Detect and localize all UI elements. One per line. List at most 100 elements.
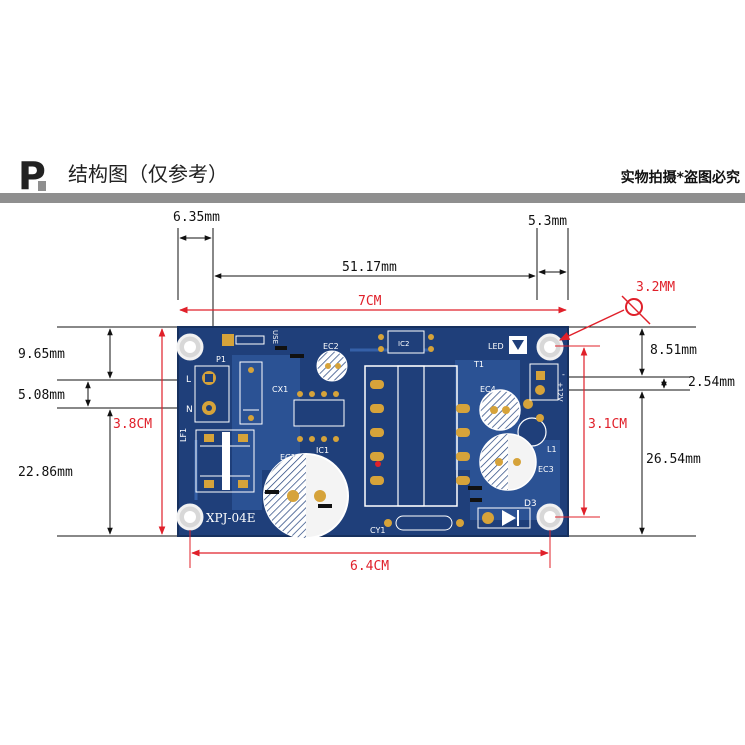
label-p1: P1 [216, 355, 226, 364]
label-output-pitch: 2.54mm [688, 375, 735, 390]
hole-callout-leader [559, 309, 625, 341]
label-top-left-offset: 6.35mm [173, 210, 220, 225]
transformer-secondary-pins [456, 404, 470, 485]
ec4-capacitor [479, 389, 521, 431]
d3-symbol [502, 510, 516, 526]
label-top-right-offset: 5.3mm [528, 214, 567, 229]
silk-marker [275, 346, 287, 350]
label-cx1: CX1 [272, 385, 288, 394]
ic2-pins [378, 334, 434, 352]
mount-hole-inner [184, 341, 196, 353]
mounting-holes [176, 333, 564, 531]
label-input-pitch: 5.08mm [18, 388, 65, 403]
l1-pad [536, 414, 544, 422]
label-left-bottom-span: 22.86mm [18, 465, 73, 480]
silk-marker [468, 486, 482, 490]
label-lf1: LF1 [179, 428, 188, 442]
header-title: 结构图（仅参考） [68, 162, 228, 186]
ec4-pad [490, 406, 498, 414]
label-ic2: IC2 [398, 340, 409, 348]
ec3-pad [495, 458, 503, 466]
label-hole-spacing: 51.17mm [342, 260, 397, 275]
header-logo-bar [38, 181, 46, 191]
label-pin-n: N [186, 405, 193, 415]
label-ec1: EC1 [280, 453, 296, 462]
label-out-minus: - [562, 370, 565, 379]
label-right-top-margin: 8.51mm [650, 343, 697, 358]
output-pad-1 [536, 371, 545, 380]
header-notice: 实物拍摄*盗图必究 [621, 169, 740, 186]
ec2-pad [335, 363, 341, 369]
label-board-width: 3.8CM [113, 417, 152, 432]
transformer-core [397, 365, 425, 507]
header-bar [0, 193, 745, 203]
input-terminal-block [194, 365, 230, 423]
d3-outline [477, 507, 531, 529]
ec2-capacitor [316, 350, 348, 382]
label-right-bottom-span: 26.54mm [646, 452, 701, 467]
lf1-pad [238, 434, 248, 442]
label-out-plus: +12V [556, 382, 564, 402]
label-hole-diameter: 3.2MM [636, 280, 675, 295]
silk-marker [290, 354, 304, 358]
silk-marker [470, 498, 482, 502]
header: P 结构图（仅参考） 实物拍摄*盗图必究 [0, 154, 745, 203]
dimension-labels: 6.35mm 5.3mm 51.17mm 7CM 3.2MM 9.65mm 5.… [18, 210, 735, 574]
ec1-pad [314, 490, 326, 502]
copper-pour-left [232, 355, 300, 510]
cx1-outline [239, 361, 263, 425]
ic1-pins [297, 391, 339, 442]
cy1-pad [456, 519, 464, 527]
ec2-pad [325, 363, 331, 369]
pcb-board: USE P1 L N CX1 EC2 IC1 [176, 326, 569, 539]
label-bottom-hole-spacing: 6.4CM [350, 559, 389, 574]
d3-pad [482, 512, 494, 524]
transformer-primary-pins [370, 380, 384, 485]
lf1-choke [195, 429, 255, 493]
ec1-pad [287, 490, 299, 502]
label-ec3: EC3 [538, 465, 554, 474]
label-model: XPJ-04E [206, 511, 256, 525]
label-right-hole-span: 3.1CM [588, 417, 627, 432]
mount-hole-inner [544, 511, 556, 523]
p1-pad [222, 334, 234, 346]
silk-marker [318, 504, 332, 508]
mount-hole-inner [544, 341, 556, 353]
lf1-pad [238, 480, 248, 488]
label-board-length: 7CM [358, 294, 382, 309]
header-logo: P [18, 154, 46, 198]
ic2-chip [387, 330, 425, 354]
ec1-hatch [264, 454, 306, 538]
label-ec4: EC4 [480, 385, 496, 394]
input-pad-l-hole [205, 374, 213, 382]
lf1-core [222, 432, 230, 490]
cy1-capacitor [395, 515, 453, 531]
ec3-hatch [480, 434, 508, 490]
label-t1: T1 [473, 360, 484, 369]
label-pin-l: L [186, 375, 191, 385]
cy1-pad [384, 519, 392, 527]
label-use: USE [271, 330, 279, 344]
label-d3: D3 [524, 499, 537, 509]
dimension-lines [85, 235, 667, 568]
led-symbol [512, 340, 524, 350]
l1-pad [523, 399, 533, 409]
transformer-red-dot [375, 461, 381, 467]
label-cy1: CY1 [370, 526, 385, 535]
hole-callout-symbol [625, 298, 643, 316]
label-left-top-margin: 9.65mm [18, 347, 65, 362]
label-l1: L1 [547, 445, 557, 454]
hole-callout-slash [621, 295, 651, 325]
label-led: LED [488, 342, 504, 351]
label-ic1: IC1 [316, 446, 329, 455]
cx1-pad [248, 367, 254, 373]
label-ec2: EC2 [323, 342, 339, 351]
ic1-chip [293, 399, 345, 427]
mount-hole-inner [184, 511, 196, 523]
silk-marker [265, 490, 279, 494]
ec3-pad [513, 458, 521, 466]
lf1-pad [204, 480, 214, 488]
ec4-pad [502, 406, 510, 414]
